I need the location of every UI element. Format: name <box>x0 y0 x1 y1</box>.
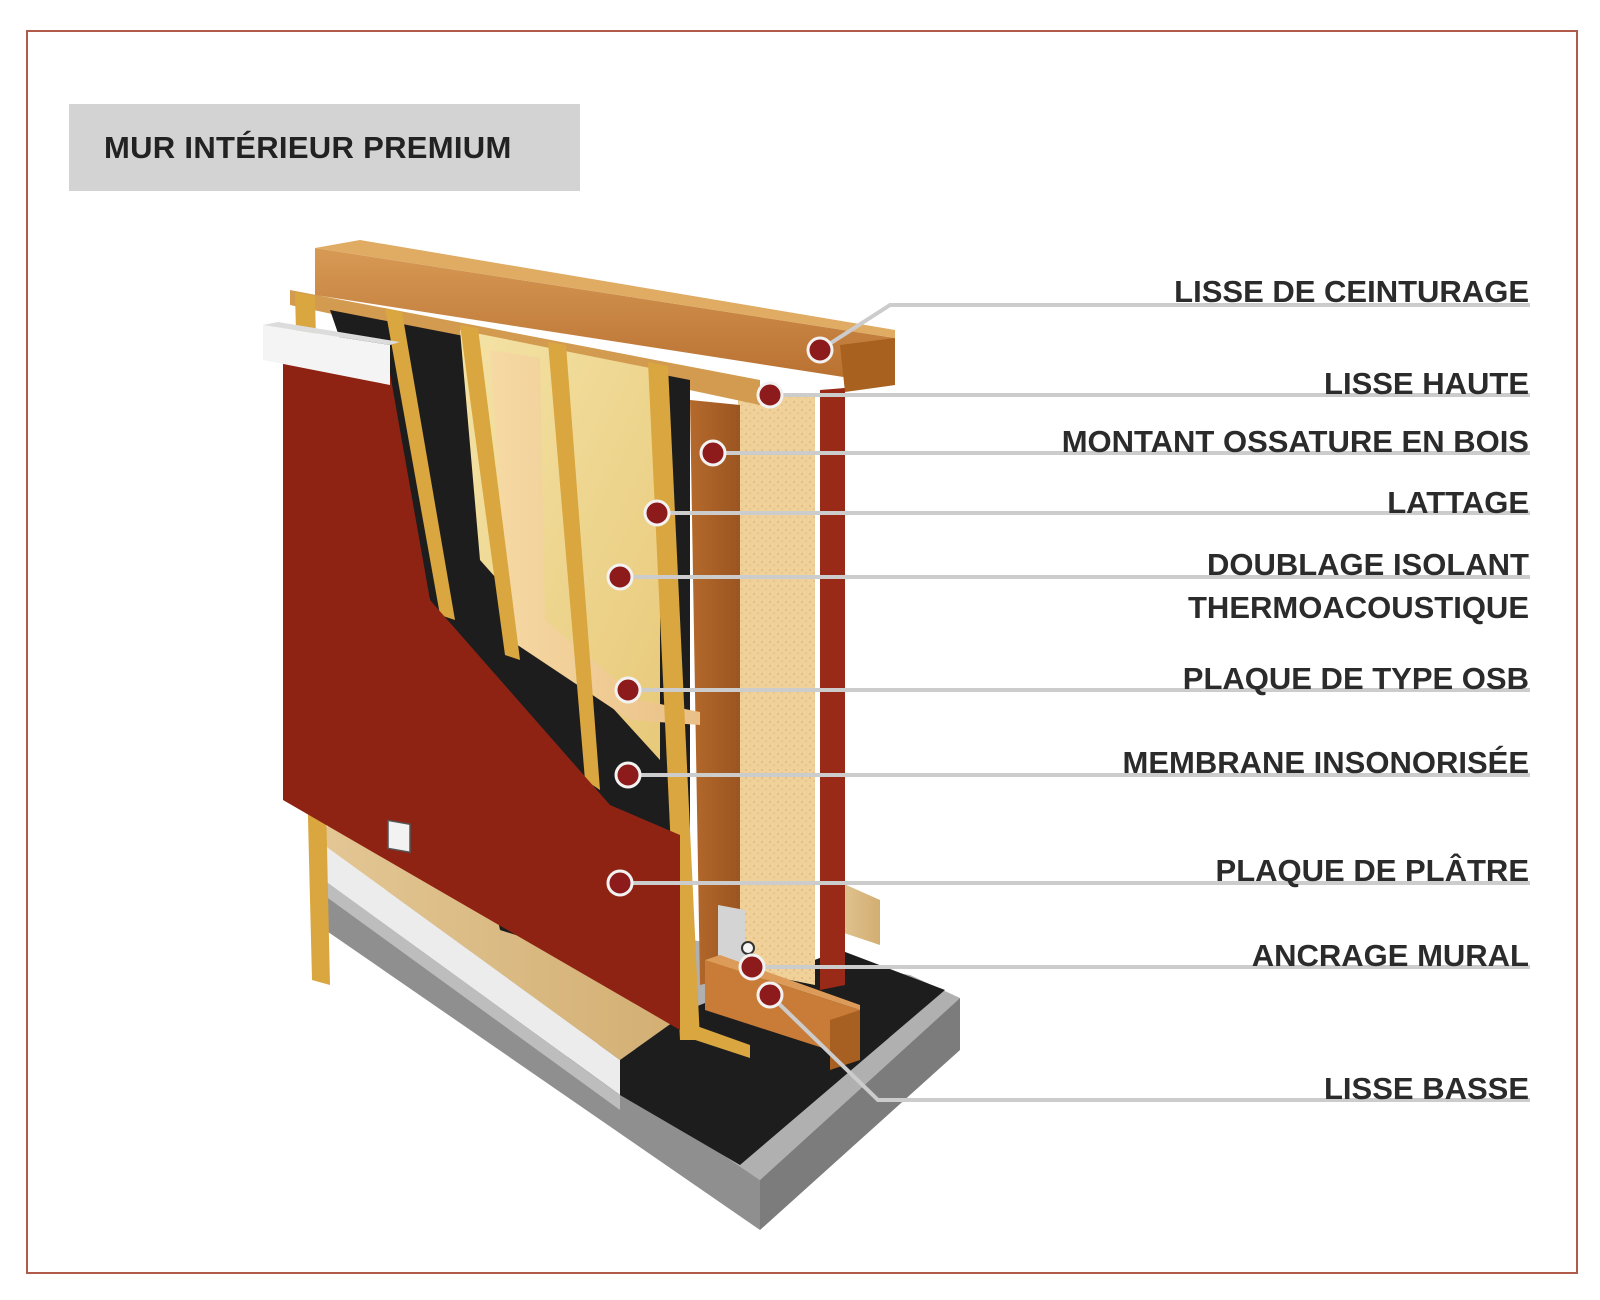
power-outlet <box>387 819 411 854</box>
label-montant-ossature: MONTANT OSSATURE EN BOIS <box>1061 424 1529 459</box>
plasterboard <box>263 322 680 1030</box>
callout-marker <box>738 953 766 981</box>
label-membrane: MEMBRANE INSONORISÉE <box>1122 745 1529 780</box>
callout-marker <box>614 676 642 704</box>
label-doublage-isolant-line1: DOUBLAGE ISOLANT <box>1206 547 1529 582</box>
diagram-frame <box>26 30 1578 1274</box>
callout-marker <box>606 563 634 591</box>
label-plaque-osb: PLAQUE DE TYPE OSB <box>1182 661 1529 696</box>
leader-line <box>768 993 1530 1102</box>
label-lisse-haute: LISSE HAUTE <box>1324 366 1529 401</box>
label-lattage: LATTAGE <box>1387 485 1529 520</box>
osb-panel <box>490 350 700 725</box>
callout-marker <box>806 336 834 364</box>
label-plaque-platre: PLAQUE DE PLÂTRE <box>1215 853 1529 888</box>
callout-marker <box>614 761 642 789</box>
callout-marker <box>756 981 784 1009</box>
ring-beam <box>315 240 895 392</box>
label-doublage-isolant-line2: THERMOACOUSTIQUE <box>1188 590 1529 625</box>
wall-anchor <box>718 905 755 965</box>
callout-marker <box>643 499 671 527</box>
label-lisse-basse: LISSE BASSE <box>1324 1071 1529 1106</box>
callout-markers <box>606 336 834 1009</box>
callout-marker <box>699 439 727 467</box>
callout-marker <box>756 381 784 409</box>
callout-marker <box>606 869 634 897</box>
label-ancrage-mural: ANCRAGE MURAL <box>1251 938 1529 973</box>
leader-lines <box>620 303 1530 1102</box>
wood-stud-side <box>690 400 740 985</box>
title-box: MUR INTÉRIEUR PREMIUM <box>69 104 580 191</box>
leader-line <box>818 303 1530 352</box>
diagram-title: MUR INTÉRIEUR PREMIUM <box>104 129 512 165</box>
label-lisse-de-ceinturage: LISSE DE CEINTURAGE <box>1174 274 1529 309</box>
